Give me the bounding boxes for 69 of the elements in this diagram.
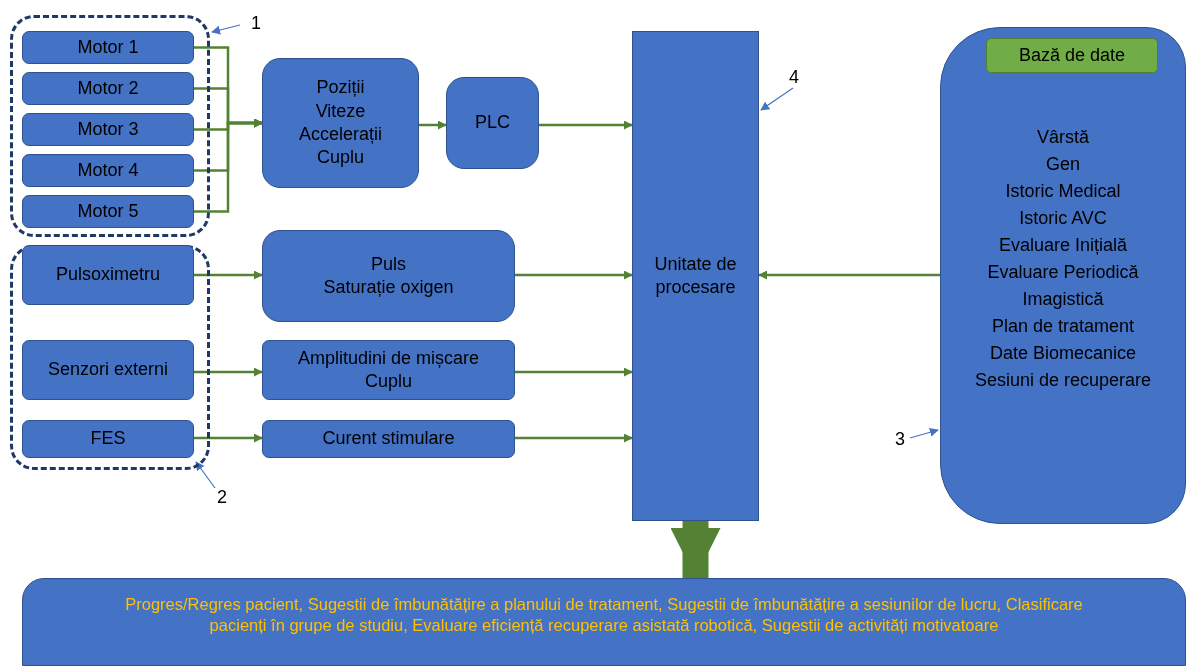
database-heading-box: [986, 38, 1158, 73]
node-label: Motor 5: [77, 199, 139, 223]
node-label: Motor 4: [77, 158, 139, 182]
node-label: Istoric Medical: [1005, 180, 1121, 203]
arrow: [194, 118, 263, 213]
arrow: [539, 120, 633, 130]
arrow: [419, 120, 447, 130]
arrow: [515, 367, 633, 377]
node-label: Unitate de procesare: [653, 252, 738, 299]
node-label: PLC: [475, 111, 510, 135]
node-label: Evaluare Periodică: [987, 261, 1139, 284]
callout-number: 2: [212, 486, 232, 510]
database-panel: [940, 27, 1186, 524]
node-label: FES: [90, 427, 126, 451]
node-label: Motor 2: [77, 76, 139, 100]
process-box: [22, 340, 194, 400]
node-label: Progres/Regres pacient, Sugestii de îmbunătățire a planului de tratament, Sugestii de îmbunătățire a sesiunilor de lucru, Clasificare pacienți în grupe de studiu, Evaluare eficiență recuperare asistată robotică, Sugestii de activități motivatoare: [124, 593, 1084, 636]
process-box: [22, 31, 194, 64]
node-label: Vârstă: [1037, 126, 1089, 149]
process-box: [22, 420, 194, 458]
node-label: Istoric AVC: [1019, 207, 1107, 230]
node-label: Motor 3: [77, 117, 139, 141]
leader-line: [195, 461, 216, 489]
callout-number: 1: [246, 12, 266, 36]
node-label: Curent stimulare: [322, 427, 455, 451]
node-label: Puls: [371, 252, 406, 276]
process-box: [262, 230, 515, 322]
arrow: [194, 433, 263, 443]
node-label: Amplitudini de mișcare: [297, 346, 480, 370]
process-box: [22, 72, 194, 105]
node-label: Bază de date: [1018, 43, 1126, 67]
node-label: Accelerații: [299, 123, 382, 146]
process-box: [446, 77, 539, 169]
arrow: [515, 270, 633, 280]
arrow: [515, 433, 633, 443]
process-box: [22, 245, 194, 305]
process-box: [262, 58, 419, 188]
arrow: [758, 270, 940, 280]
node-label: Date Biomecanice: [989, 342, 1137, 365]
node-label: Gen: [1046, 153, 1080, 176]
process-box: [22, 154, 194, 187]
dashed-group-outline: [10, 15, 210, 237]
output-box: [22, 578, 1186, 666]
node-label: Sesiuni de recuperare: [974, 369, 1152, 392]
leader-line: [760, 87, 794, 111]
leader-line: [211, 24, 241, 35]
processing-unit-box: [632, 31, 759, 521]
node-label: Plan de tratament: [991, 315, 1135, 338]
node-label: Viteze: [315, 99, 366, 123]
arrow: [194, 367, 263, 377]
node-label: Cuplu: [317, 146, 364, 170]
process-box: [22, 195, 194, 228]
process-box: [262, 340, 515, 400]
node-label: Imagistică: [1022, 288, 1104, 311]
leader-line: [909, 427, 939, 439]
dashed-group-outline: [10, 245, 210, 470]
process-box: [22, 113, 194, 146]
arrow: [194, 270, 263, 280]
node-label: Motor 1: [77, 35, 139, 59]
node-label: Poziții: [316, 76, 365, 100]
node-label: Saturație oxigen: [323, 276, 454, 299]
process-box: [262, 420, 515, 458]
callout-number: 3: [890, 428, 910, 452]
node-label: Pulsoximetru: [55, 263, 160, 287]
node-label: Senzori externi: [47, 358, 169, 382]
node-label: Evaluare Inițială: [998, 234, 1128, 257]
node-label: Cuplu: [365, 370, 412, 393]
arrow: [670, 521, 721, 578]
callout-number: 4: [784, 66, 804, 90]
